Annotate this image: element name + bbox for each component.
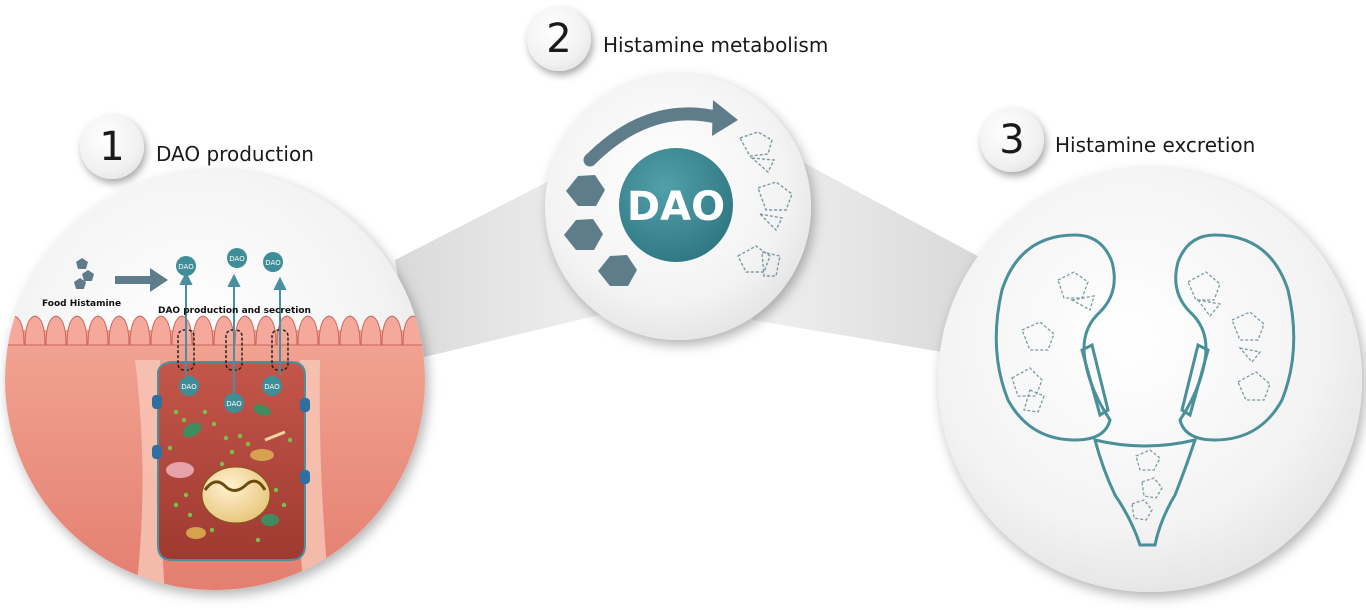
villus: [108, 315, 130, 346]
svg-text:DAO: DAO: [229, 255, 245, 263]
vesicle: [287, 437, 293, 443]
svg-text:DAO: DAO: [264, 383, 280, 391]
dao-enzyme: DAO: [619, 148, 733, 262]
dao-molecule-secreted-2: DAO: [227, 248, 247, 268]
villus: [318, 315, 340, 346]
kidneys: [994, 233, 1296, 547]
food-histamine-label: Food Histamine: [42, 299, 121, 309]
vesicle: [237, 433, 243, 439]
villus: [360, 315, 382, 346]
left-kidney: [994, 233, 1116, 442]
step-number-1: 1: [80, 115, 144, 179]
vesicle: [181, 417, 187, 423]
villus: [297, 315, 319, 346]
villus: [381, 315, 403, 346]
vesicle: [229, 449, 235, 455]
vesicle: [223, 435, 229, 441]
metabolism-arrow: [583, 107, 727, 167]
villi: [5, 315, 424, 346]
villus: [24, 315, 46, 346]
vesicle: [211, 421, 217, 427]
vesicle: [167, 445, 173, 451]
dao-molecule-inside-3: DAO: [262, 376, 282, 396]
vesicle: [173, 409, 179, 415]
vesicle: [202, 409, 208, 415]
nucleus: [201, 466, 271, 524]
villus: [45, 315, 67, 346]
vesicle: [209, 527, 215, 533]
arrow-icon: [115, 268, 168, 292]
histamine-pentagon-icon: [564, 175, 637, 286]
enterocyte-cell: [157, 361, 306, 561]
vesicle: [245, 441, 251, 447]
food-histamine-icon: [74, 258, 94, 289]
dashed-histamine-fragment-icon: [1011, 271, 1271, 521]
vesicle: [219, 461, 225, 467]
dashed-histamine-fragment-icon: [737, 131, 793, 277]
villus: [66, 315, 88, 346]
vesicles: [167, 409, 293, 543]
right-kidney: [1174, 233, 1296, 442]
dao-molecule-secreted-1: DAO: [176, 256, 196, 276]
dao-molecule-inside-2: DAO: [224, 393, 244, 413]
villus: [150, 315, 172, 346]
step-title-dao-production: DAO production: [156, 142, 314, 166]
left-ureter: [1080, 342, 1110, 418]
villus: [129, 315, 151, 346]
step-title-histamine-excretion: Histamine excretion: [1055, 133, 1256, 157]
step-number-3: 3: [980, 108, 1044, 172]
svg-text:DAO: DAO: [265, 259, 281, 267]
svg-text:DAO: DAO: [181, 383, 197, 391]
villus: [87, 315, 109, 346]
dao-production-label: DAO production and secretion: [158, 306, 311, 316]
step-title-histamine-metabolism: Histamine metabolism: [603, 33, 829, 57]
dao-molecule-secreted-3: DAO: [263, 252, 283, 272]
dao-molecule-inside-1: DAO: [179, 376, 199, 396]
bladder: [1092, 437, 1198, 547]
villus: [339, 315, 361, 346]
dao-enzyme-label: DAO: [627, 184, 725, 230]
svg-text:DAO: DAO: [178, 263, 194, 271]
svg-text:DAO: DAO: [226, 400, 242, 408]
vesicle: [173, 502, 179, 508]
villus: [192, 315, 214, 346]
vesicle: [273, 487, 279, 493]
villus: [234, 315, 256, 346]
vesicle: [183, 492, 189, 498]
excretion-panel: [938, 168, 1362, 592]
vesicle: [187, 512, 193, 518]
step-number-2: 2: [527, 7, 591, 71]
right-ureter: [1180, 342, 1210, 418]
vesicle: [255, 537, 261, 543]
villus: [255, 315, 277, 346]
vesicle: [281, 502, 287, 508]
